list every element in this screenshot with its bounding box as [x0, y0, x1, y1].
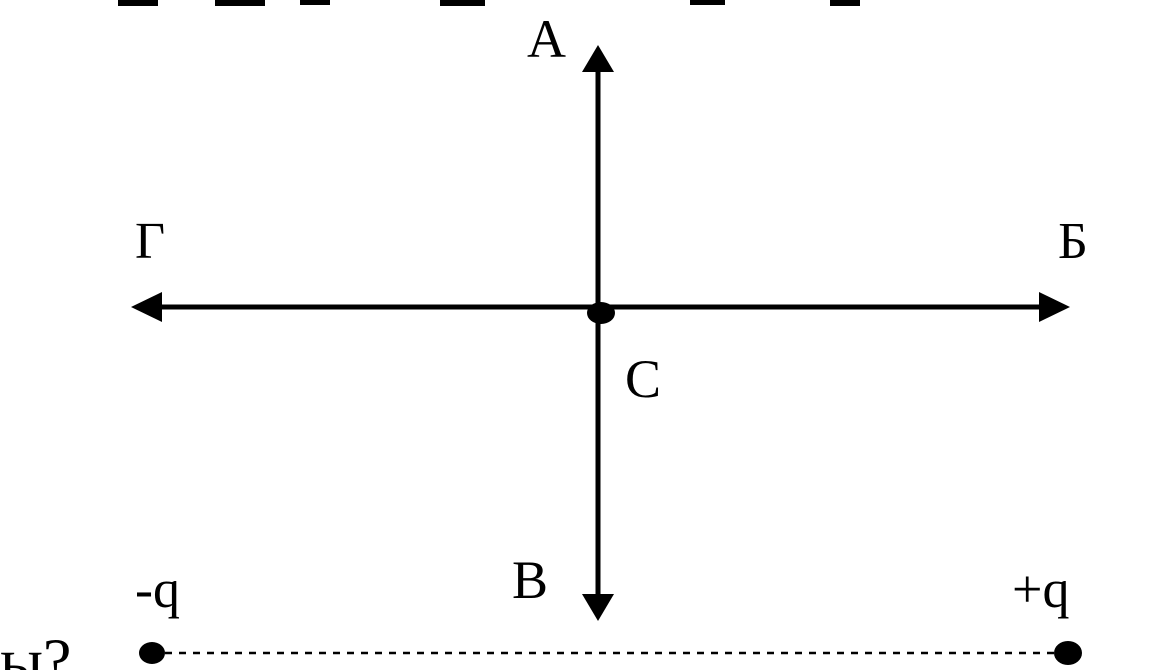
label-pos-charge: +q	[1012, 559, 1069, 619]
label-a: А	[527, 9, 566, 69]
arrow-down-v	[582, 594, 614, 621]
positive-charge-dot	[1054, 641, 1082, 665]
cropped-bottom-text: ы?	[0, 625, 71, 670]
label-b: Б	[1058, 213, 1088, 270]
label-g: Г	[135, 213, 165, 270]
cropped-top-text	[118, 0, 860, 6]
arrow-up-a	[582, 45, 614, 72]
arrow-left-g	[131, 292, 162, 322]
arrow-right-b	[1039, 292, 1070, 322]
point-c	[587, 302, 615, 324]
label-c: С	[625, 349, 661, 409]
label-v: В	[512, 550, 548, 610]
negative-charge-dot	[139, 642, 165, 664]
label-neg-charge: -q	[135, 559, 180, 619]
